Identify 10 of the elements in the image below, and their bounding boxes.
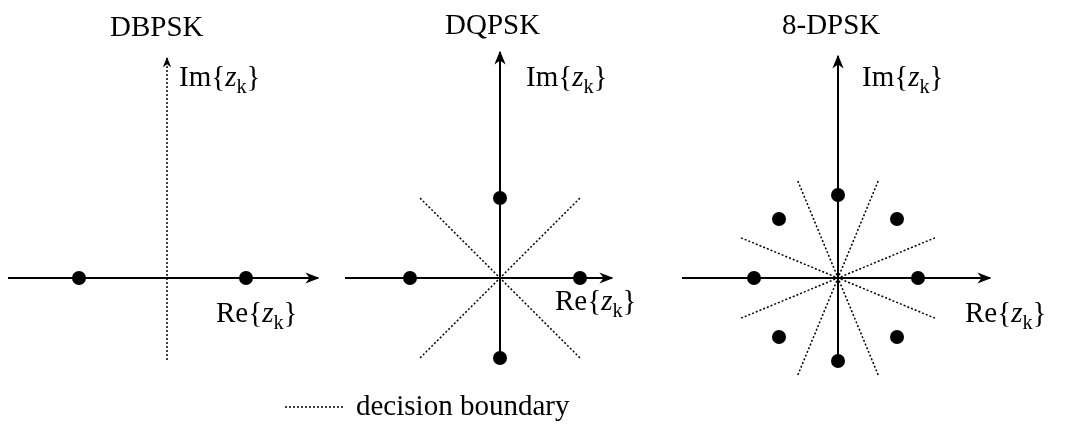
axis-label: Re{z$_{k}$} (216, 298, 298, 333)
axis-label: Im{z$_{k}$} (179, 62, 261, 97)
axis-label: Re{z$_{k}$} (965, 298, 1047, 333)
axis-label: Re{z$_{k}$} (555, 286, 637, 321)
axis-label: Im{z$_{k}$} (526, 62, 608, 97)
legend-text: decision boundary (356, 391, 570, 420)
panel-title: DBPSK (110, 12, 204, 41)
panel-title: 8-DPSK (782, 10, 881, 39)
panel-title: DQPSK (445, 10, 541, 39)
axis-label: Im{z$_{k}$} (862, 62, 944, 97)
